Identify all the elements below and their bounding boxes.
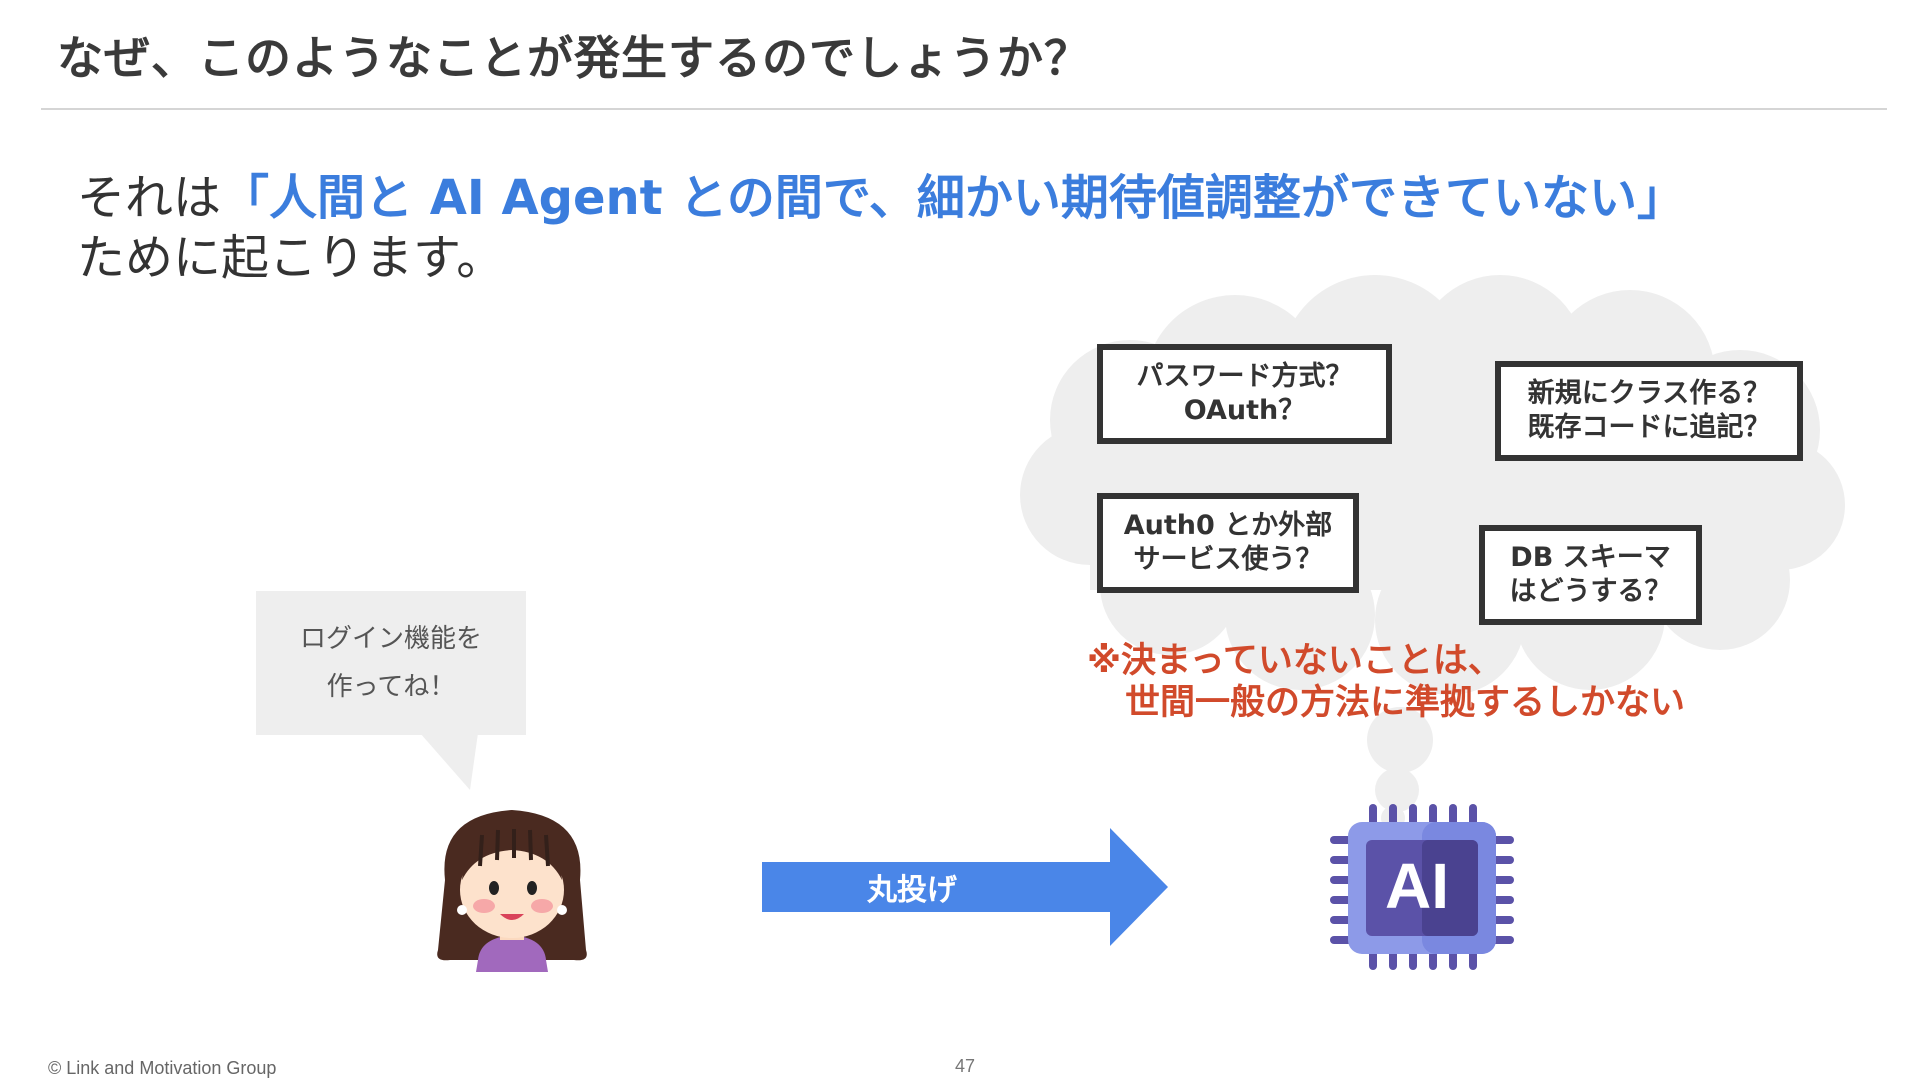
cloud-question-external-service: Auth0 とか外部 サービス使う？ — [1097, 493, 1359, 593]
title-divider — [41, 108, 1887, 110]
speech-bubble: ログイン機能を 作ってね！ — [256, 591, 526, 735]
note-line-2: 世間一般の方法に準拠するしかない — [1125, 683, 1686, 723]
slide-title: なぜ、このようなことが発生するのでしょうか？ — [57, 31, 1091, 85]
page-number: 47 — [954, 1056, 976, 1076]
lead-highlight: 「人間と AI Agent との間で、細かい期待値調整ができていない」 — [221, 170, 1685, 226]
lead-text: それは「人間と AI Agent との間で、細かい期待値調整ができていない」 た… — [77, 168, 1685, 288]
lead-suffix: ために起こります。 — [77, 230, 505, 286]
cloud-question-class-structure: 新規にクラス作る？ 既存コードに追記？ — [1495, 361, 1803, 461]
note-text: ※決まっていないことは、 世間一般の方法に準拠するしかない — [1087, 640, 1685, 724]
cloud-question-db-schema: DB スキーマ はどうする？ — [1479, 525, 1702, 625]
speech-bubble-tail — [420, 733, 478, 790]
ai-chip-label: AI — [1385, 850, 1449, 922]
speech-line-1: ログイン機能を — [299, 624, 482, 654]
ai-chip-icon — [1330, 804, 1514, 970]
footer-copyright: © Link and Motivation Group — [48, 1058, 277, 1078]
note-line-1: ※決まっていないことは、 — [1087, 641, 1503, 681]
lead-prefix: それは — [77, 170, 222, 226]
arrow-label: 丸投げ — [867, 873, 957, 908]
speech-line-2: 作ってね！ — [326, 672, 456, 702]
cloud-question-auth-method: パスワード方式？ OAuth？ — [1097, 344, 1392, 444]
right-arrow-icon — [762, 828, 1168, 946]
woman-avatar-icon — [437, 810, 587, 972]
